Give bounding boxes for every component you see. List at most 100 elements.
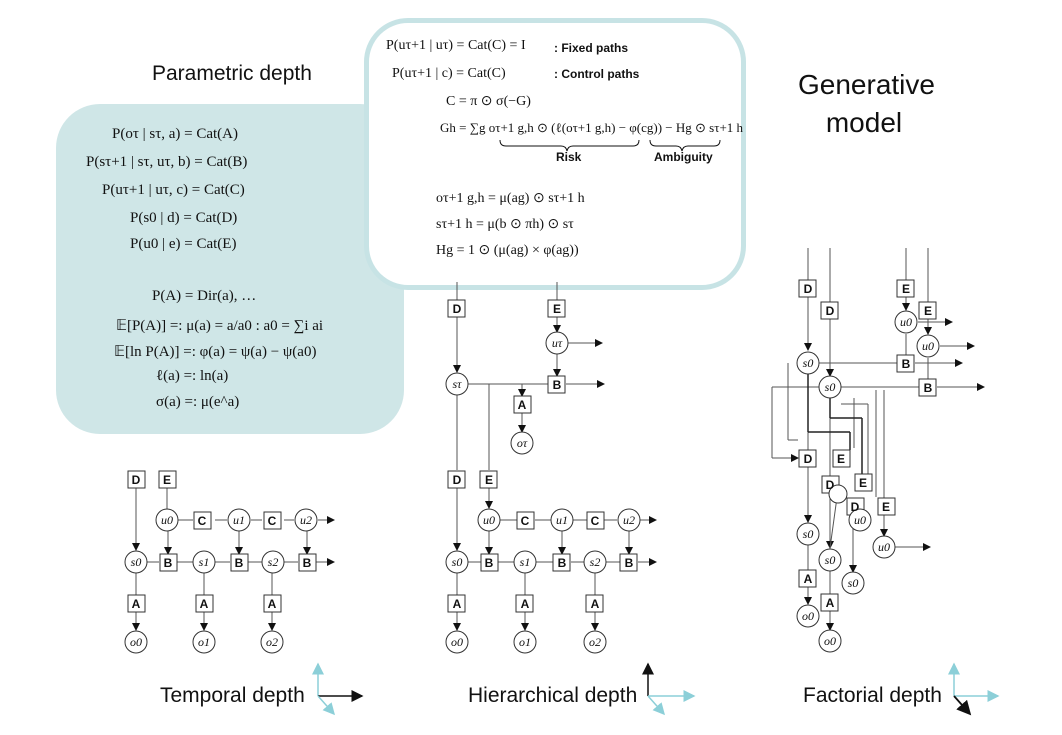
hier-B3-label: B [625, 556, 634, 570]
temporal-u0-label: u0 [161, 513, 173, 527]
hier-u2-label: u2 [623, 513, 635, 527]
eq-predicted-state: sτ+1 h = μ(b ⊙ πh) ⊙ sτ [436, 217, 574, 232]
temporal-u1-label: u1 [233, 513, 245, 527]
generative-title-line2: model [825, 107, 903, 138]
fact-u0-1-label: u0 [900, 315, 912, 329]
ambiguity-underbrace [649, 139, 721, 152]
fact-D5-label: D [851, 500, 860, 514]
fact-A2-label: A [826, 596, 835, 610]
fact-B2-label: B [924, 381, 933, 395]
risk-underbrace [499, 139, 640, 152]
fact-E3-label: E [837, 452, 845, 466]
hier-B2-label: B [558, 556, 567, 570]
parametric-equations-panel [56, 104, 404, 434]
fact-o0-g-label: o0 [824, 634, 836, 648]
hier-s0-label: s0 [452, 555, 463, 569]
eq-softmax: σ(a) =: μ(e^a) [156, 394, 240, 410]
fact-u0-2-label: u0 [922, 339, 934, 353]
eq-expectation: 𝔼[P(A)] =: μ(a) = a/a0 : a0 = ∑i ai [116, 318, 324, 334]
hier-o2-label: o2 [589, 635, 601, 649]
hier-s1-label: s1 [520, 555, 531, 569]
temporal-B1-label: B [164, 556, 173, 570]
temporal-s2-label: s2 [268, 555, 279, 569]
eq-log: ℓ(a) =: ln(a) [156, 368, 229, 384]
temporal-A3-label: A [268, 597, 277, 611]
hier-ut-label: uτ [552, 336, 563, 350]
eq-log-expectation: 𝔼[ln P(A)] =: φ(a) = ψ(a) − ψ(a0) [114, 344, 317, 360]
fact-s0-2-label: s0 [825, 380, 836, 394]
fact-D3-label: D [804, 452, 813, 466]
temporal-o0-label: o0 [130, 635, 142, 649]
fact-s0-1-label: s0 [803, 356, 814, 370]
hierarchical-depth-graph: D E B A uτ sτ oτ D E C C B B B A A A u0 … [445, 282, 657, 654]
generative-title-line1: Generative [798, 69, 935, 100]
hier-st-label: sτ [453, 377, 463, 391]
parametric-depth-title: Parametric depth [152, 62, 312, 85]
temporal-depth-graph: D E C C B B B A A A u0 u1 u2 s0 s1 s2 o0… [124, 470, 335, 654]
eq-prior-E: P(u0 | e) = Cat(E) [130, 236, 237, 252]
hier-top-B-label: B [553, 378, 562, 392]
fact-o0-1-label: o0 [802, 609, 814, 623]
temporal-s1-label: s1 [199, 555, 210, 569]
temporal-o1-label: o1 [198, 635, 210, 649]
eq-likelihood-A: P(oτ | sτ, a) = Cat(A) [112, 126, 238, 142]
eq-dirichlet: P(A) = Dir(a), … [152, 288, 257, 304]
eq-expected-free-energy: Gh = ∑g oτ+1 g,h ⊙ (ℓ(oτ+1 g,h) − φ(cg))… [440, 120, 744, 135]
hier-A2-label: A [521, 597, 530, 611]
eq-policy-C: C = π ⊙ σ(−G) [446, 94, 531, 109]
temporal-E-label: E [163, 473, 171, 487]
hier-top-E-label: E [553, 302, 561, 316]
eq-prior-D: P(s0 | d) = Cat(D) [130, 210, 238, 226]
fact-u0-mid-label: u0 [854, 513, 866, 527]
temporal-s0-label: s0 [131, 555, 142, 569]
fact-s0-f-label: s0 [848, 576, 859, 590]
hier-top-A-label: A [518, 398, 527, 412]
hier-D-label: D [453, 473, 462, 487]
hier-E-label: E [485, 473, 493, 487]
eq-transition-B: P(sτ+1 | sτ, uτ, b) = Cat(B) [86, 154, 248, 170]
temporal-C1-label: C [198, 514, 207, 528]
fact-E4-label: E [859, 476, 867, 490]
fact-D4-label: D [826, 478, 835, 492]
generative-model-title: Generative model [798, 66, 935, 142]
temporal-A2-label: A [200, 597, 209, 611]
hier-C2-label: C [591, 514, 600, 528]
hier-o0-label: o0 [451, 635, 463, 649]
hierarchical-depth-title: Hierarchical depth [468, 684, 638, 707]
eq-transition-C: P(uτ+1 | uτ, c) = Cat(C) [102, 182, 245, 198]
fact-B1-label: B [902, 357, 911, 371]
hier-u0-label: u0 [483, 513, 495, 527]
hier-C1-label: C [521, 514, 530, 528]
fact-E2-label: E [924, 304, 932, 318]
generative-equations-panel [364, 18, 746, 290]
ambiguity-label: Ambiguity [654, 150, 713, 164]
temporal-B3-label: B [303, 556, 312, 570]
eq-control-paths: P(uτ+1 | c) = Cat(C) [392, 66, 506, 81]
hier-s2-label: s2 [590, 555, 601, 569]
fixed-paths-note: : Fixed paths [554, 41, 629, 55]
hierarchical-axis-icon [642, 662, 696, 716]
temporal-D-label: D [132, 473, 141, 487]
fact-s0-low1-label: s0 [803, 527, 814, 541]
fact-u0-f-label: u0 [878, 540, 890, 554]
temporal-u2-label: u2 [300, 513, 312, 527]
fact-D2-label: D [826, 304, 835, 318]
hier-B1-label: B [485, 556, 494, 570]
hier-top-D-label: D [453, 302, 462, 316]
fact-E5-label: E [882, 500, 890, 514]
hier-A1-label: A [453, 597, 462, 611]
temporal-axis-icon [312, 662, 364, 716]
hier-o1-label: o1 [519, 635, 531, 649]
factorial-depth-graph: D D E E B B u0 u0 s0 s0 D E D E D E u0 u… [771, 248, 985, 653]
hier-A3-label: A [591, 597, 600, 611]
temporal-B2-label: B [235, 556, 244, 570]
risk-label: Risk [556, 150, 582, 164]
fact-E1-label: E [902, 282, 910, 296]
eq-predicted-outcome: oτ+1 g,h = μ(ag) ⊙ sτ+1 h [436, 191, 585, 206]
eq-entropy: Hg = 1 ⊙ (μ(ag) × φ(ag)) [436, 243, 579, 258]
control-paths-note: : Control paths [554, 67, 640, 81]
fact-A1-label: A [804, 572, 813, 586]
temporal-o2-label: o2 [266, 635, 278, 649]
hier-u1-label: u1 [556, 513, 568, 527]
